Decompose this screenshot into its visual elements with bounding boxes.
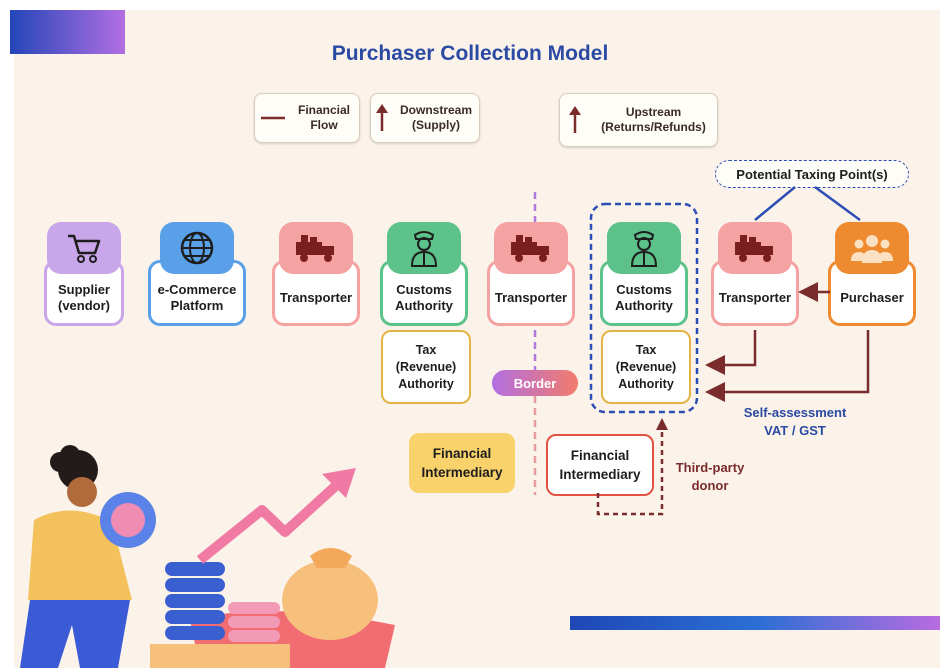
legend-downstream-label: Downstream (Supply) <box>399 103 473 132</box>
customs-officer-icon <box>387 222 461 274</box>
third-party-donor-label: Third-party donor <box>675 460 745 493</box>
people-group-icon <box>835 222 909 274</box>
tax-authority-2: Tax (Revenue) Authority <box>601 330 691 404</box>
customs-officer-icon <box>607 222 681 274</box>
legend-upstream-label: Upstream (Returns/Refunds) <box>601 105 706 134</box>
globe-icon <box>160 222 234 274</box>
person-figure <box>20 445 156 668</box>
page-title: Purchaser Collection Model <box>331 42 609 65</box>
legend-financial-flow: Financial Flow <box>254 93 360 143</box>
growth-arrow-head <box>322 468 356 498</box>
tax-authority-1: Tax (Revenue) Authority <box>381 330 471 404</box>
node-customs-2: Customs Authority <box>600 222 688 330</box>
legend-upstream: Upstream (Returns/Refunds) <box>559 93 718 147</box>
truck-icon <box>718 222 792 274</box>
financial-intermediary-2: Financial Intermediary <box>546 434 654 496</box>
decorative-gradient-bar-top <box>10 10 125 54</box>
coin-stack-blue <box>165 562 225 640</box>
node-supplier: Supplier (vendor) <box>44 222 124 330</box>
coin-stack-pink <box>228 602 280 642</box>
shopping-cart-icon <box>47 222 121 274</box>
financial-intermediary-1: Financial Intermediary <box>409 433 515 493</box>
node-transporter-1: Transporter <box>272 222 360 330</box>
decorative-gradient-bar-bottom <box>570 616 940 630</box>
node-transporter-2: Transporter <box>487 222 575 330</box>
up-arrow-icon <box>569 106 581 133</box>
truck-icon <box>279 222 353 274</box>
money-bag-shape <box>282 560 378 640</box>
border-label: Border <box>492 370 578 396</box>
legend-financial-flow-label: Financial Flow <box>297 103 350 132</box>
legend-downstream: Downstream (Supply) <box>370 93 480 143</box>
node-transporter-3: Transporter <box>711 222 799 330</box>
node-ecommerce: e-Commerce Platform <box>148 222 246 330</box>
potential-taxing-points-label: Potential Taxing Point(s) <box>715 160 909 188</box>
truck-icon <box>494 222 568 274</box>
node-customs-1: Customs Authority <box>380 222 468 330</box>
growth-arrow-line <box>196 478 344 564</box>
pedestal <box>150 644 290 668</box>
up-arrow-icon <box>376 104 388 131</box>
self-assessment-label: Self-assessment VAT / GST <box>743 405 847 438</box>
line-icon <box>261 116 285 120</box>
node-purchaser: Purchaser <box>828 222 916 330</box>
